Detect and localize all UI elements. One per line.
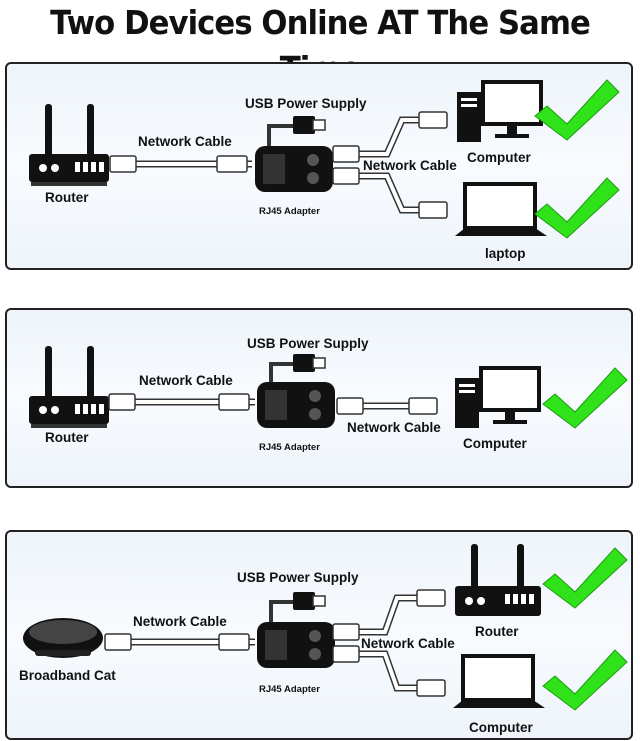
router-icon — [455, 544, 541, 616]
output-label-1: Computer — [463, 436, 527, 451]
source-label: Broadband Cat — [19, 668, 116, 683]
computer-icon — [455, 366, 541, 428]
adapter-label: RJ45 Adapter — [259, 684, 320, 695]
input-network-cable — [108, 393, 255, 411]
adapter-label: RJ45 Adapter — [259, 442, 320, 453]
laptop-icon — [455, 182, 547, 236]
source-label: Router — [45, 430, 89, 445]
source-label: Router — [45, 190, 89, 205]
output-label-1: Router — [475, 624, 519, 639]
output-network-cable — [336, 397, 438, 415]
checkmark-icon — [542, 547, 628, 609]
panel-two-outputs-modem: Broadband Cat Network Cable USB Power Su… — [5, 530, 633, 740]
output-label-1: Computer — [467, 150, 531, 165]
output-cable-label: Network Cable — [347, 420, 441, 435]
page-title: Two Devices Online AT The Same Time — [50, 3, 591, 88]
input-network-cable — [104, 633, 255, 651]
input-cable-label: Network Cable — [138, 134, 232, 149]
laptop-icon — [453, 654, 545, 708]
usb-label: USB Power Supply — [247, 336, 369, 351]
adapter-icon — [257, 622, 335, 668]
input-cable-label: Network Cable — [139, 373, 233, 388]
usb-label: USB Power Supply — [237, 570, 359, 585]
computer-icon — [457, 80, 543, 142]
router-icon — [29, 346, 109, 428]
panel-two-outputs-router: Router Network Cable USB Power Supply RJ… — [5, 62, 633, 270]
checkmark-icon — [534, 177, 620, 239]
adapter-label: RJ45 Adapter — [259, 206, 320, 217]
input-network-cable — [109, 155, 252, 173]
usb-plug-icon — [269, 354, 326, 388]
adapter-icon — [257, 382, 335, 428]
output-cable-label: Network Cable — [363, 158, 457, 173]
output-network-cable-top — [332, 111, 448, 163]
usb-plug-icon — [267, 116, 326, 154]
checkmark-icon — [534, 79, 620, 141]
modem-icon — [23, 618, 103, 658]
checkmark-icon — [542, 367, 628, 429]
rj45-plug-icon — [109, 155, 137, 173]
output-network-cable-bottom — [332, 167, 448, 219]
panel-one-output: Router Network Cable USB Power Supply RJ… — [5, 308, 633, 488]
output-network-cable-bottom — [332, 645, 446, 697]
output-label-2: Computer — [469, 720, 533, 735]
usb-label: USB Power Supply — [245, 96, 367, 111]
output-cable-label: Network Cable — [361, 636, 455, 651]
output-label-2: laptop — [485, 246, 526, 261]
input-cable-label: Network Cable — [133, 614, 227, 629]
router-icon — [29, 104, 109, 186]
usb-plug-icon — [269, 592, 326, 626]
output-network-cable-top — [332, 589, 446, 641]
adapter-icon — [255, 146, 333, 192]
checkmark-icon — [542, 649, 628, 711]
